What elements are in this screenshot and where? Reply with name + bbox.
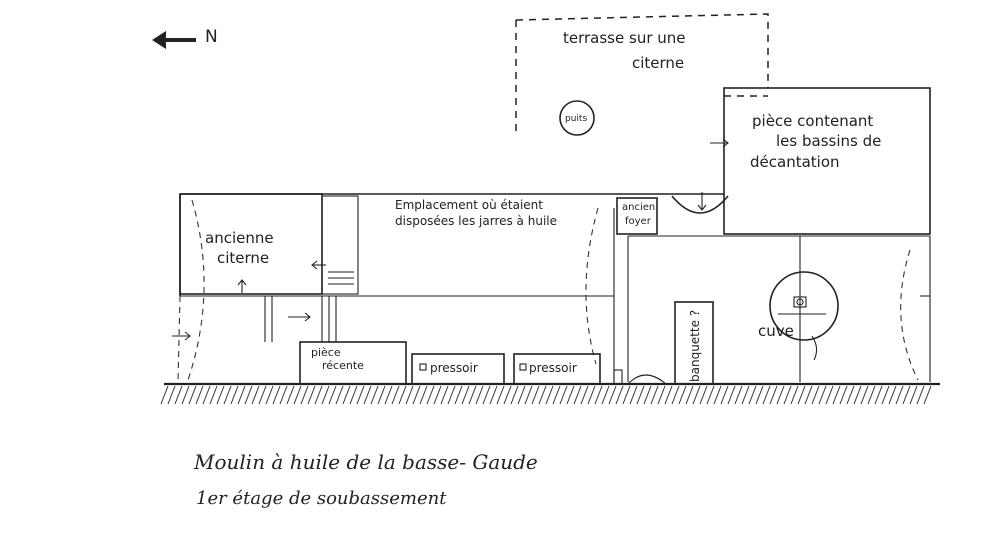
piece-recente-label-2: récente — [322, 359, 364, 372]
piece-recente-label: pièce — [311, 346, 341, 359]
bassins-label-2: les bassins de — [776, 132, 881, 150]
caption-title: Moulin à huile de la basse- Gaude — [194, 450, 538, 474]
caption-subtitle: 1er étage de soubassement — [196, 488, 447, 509]
west-entry-arrow-icon — [172, 331, 191, 341]
ancien-foyer-label-2: foyer — [625, 216, 652, 227]
pressoir-1-label: pressoir — [430, 361, 478, 375]
ancien-foyer-box — [616, 197, 658, 235]
bassins-room — [723, 87, 931, 235]
cuve-label: cuve — [758, 322, 794, 340]
jarres-label-2: disposées les jarres à huile — [395, 214, 557, 228]
jarres-label: Emplacement où étaient — [395, 198, 543, 212]
arch-shape — [627, 374, 667, 385]
banquette-label: banquette ? — [688, 310, 702, 382]
puits-circle — [559, 100, 595, 136]
bassins-label-3: décantation — [750, 153, 840, 171]
side-arrow-icon — [311, 260, 326, 270]
door-arrow-icon — [697, 192, 707, 211]
recente-arrow-icon — [288, 312, 311, 322]
terrasse-label-2: citerne — [632, 54, 684, 72]
ancien-foyer-label: ancien — [622, 202, 655, 213]
citerne-label: ancienne — [205, 229, 274, 247]
terrasse-label: terrasse sur une — [563, 29, 686, 47]
pressoir-2-label: pressoir — [529, 361, 577, 375]
stairs-lines — [321, 195, 359, 295]
ground-hatching — [160, 385, 932, 405]
bassins-label: pièce contenant — [752, 112, 873, 130]
puits-label: puits — [565, 114, 587, 124]
north-label: N — [205, 27, 218, 47]
citerne-label-2: citerne — [217, 249, 269, 267]
cuve-shape — [769, 236, 839, 382]
entry-arrow-icon — [710, 138, 729, 148]
right-room-walls — [585, 207, 931, 382]
citerne-arrow-icon — [237, 279, 247, 293]
terrasse-outline — [515, 13, 769, 135]
door-arc — [671, 195, 729, 214]
north-arrow-icon — [152, 31, 196, 49]
